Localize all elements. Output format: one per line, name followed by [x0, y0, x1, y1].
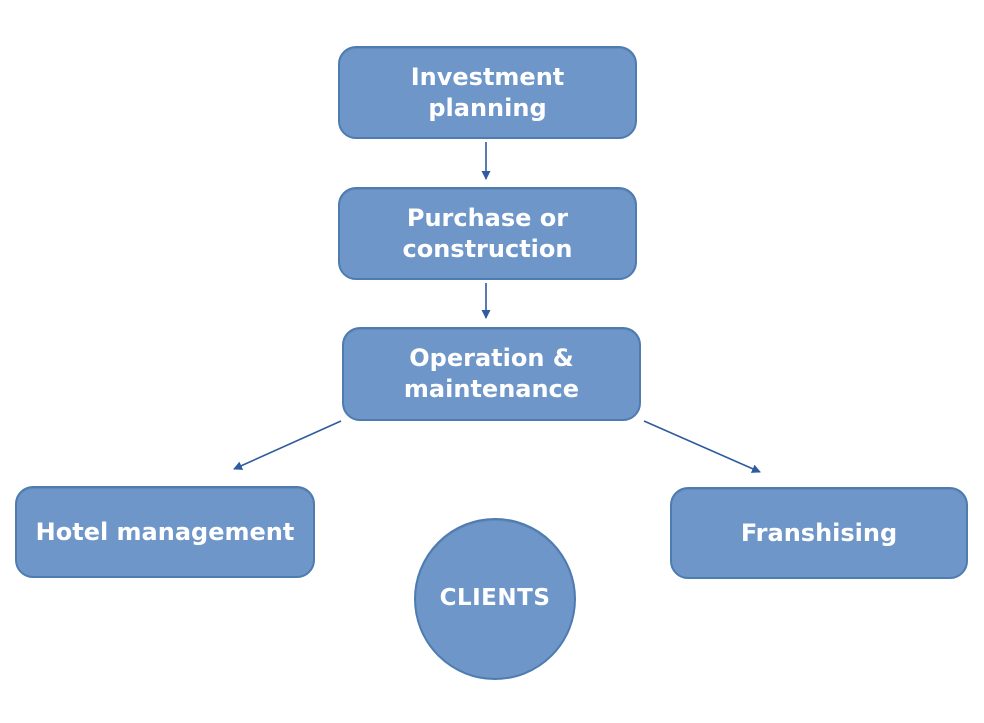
node-operation-and-maintenance-label: Operation & maintenance: [403, 344, 580, 403]
node-clients-circle: CLIENTS: [414, 518, 576, 680]
arrow-operation-to-hotel-management: [233, 420, 342, 470]
node-franshising: Franshising: [670, 487, 968, 579]
node-clients-label: CLIENTS: [439, 585, 551, 612]
node-operation-and-maintenance: Operation & maintenance: [342, 327, 641, 421]
node-investment-planning-label: Investment planning: [410, 62, 565, 122]
node-franshising-label: Franshising: [740, 518, 898, 547]
node-purchase-or-construction: Purchase or construction: [338, 187, 637, 280]
node-hotel-management: Hotel management: [15, 486, 315, 578]
node-hotel-management-label: Hotel management: [35, 517, 295, 546]
node-purchase-or-construction-label: Purchase or construction: [402, 203, 573, 263]
arrow-operation-to-franshising: [643, 420, 761, 473]
node-investment-planning: Investment planning: [338, 46, 637, 139]
